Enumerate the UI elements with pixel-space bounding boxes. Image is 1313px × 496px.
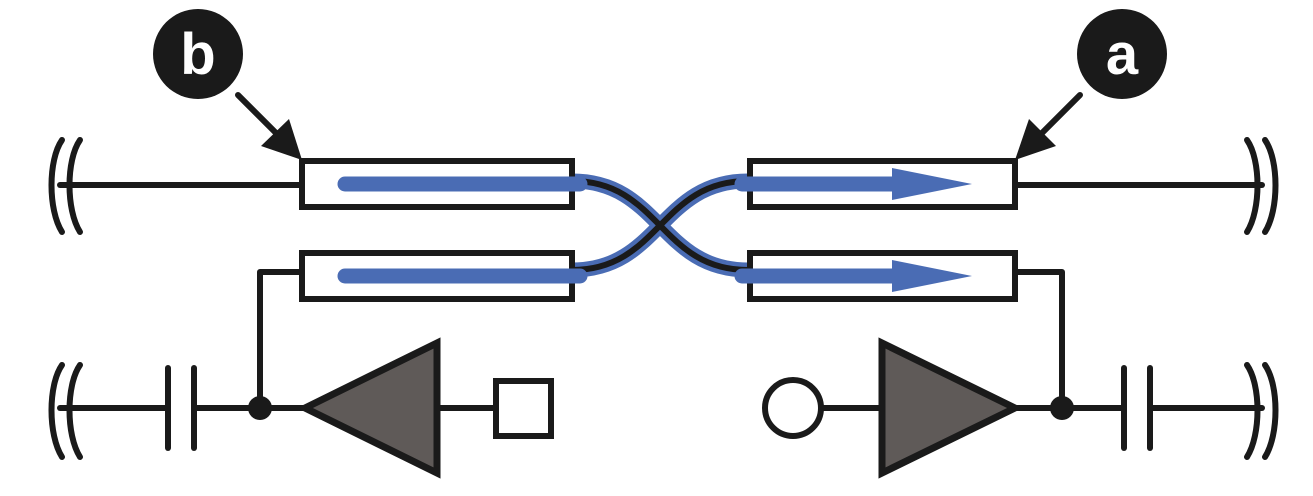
pointer-arrow-a bbox=[1015, 92, 1083, 160]
label-badge-b: b bbox=[153, 9, 243, 99]
square-terminal bbox=[493, 378, 554, 439]
pointer-arrow-b bbox=[235, 92, 302, 160]
amplifier-right bbox=[878, 337, 1023, 479]
junction-dot-left bbox=[248, 396, 272, 420]
signal-arrowhead-bottom-right bbox=[892, 260, 972, 292]
circle-terminal bbox=[762, 377, 824, 439]
feed-wire-left bbox=[257, 269, 305, 411]
feed-wire-right bbox=[1012, 269, 1065, 411]
signal-arrowhead-top-right bbox=[892, 168, 972, 200]
label-badge-a: a bbox=[1077, 9, 1167, 99]
amplifier-left bbox=[297, 337, 441, 479]
label-b-text: b bbox=[180, 22, 215, 87]
junction-dot-right bbox=[1050, 396, 1074, 420]
capacitor-left bbox=[165, 365, 197, 451]
cross-wire-2 bbox=[569, 178, 751, 273]
label-a-text: a bbox=[1106, 22, 1139, 87]
capacitor-right bbox=[1121, 365, 1153, 451]
